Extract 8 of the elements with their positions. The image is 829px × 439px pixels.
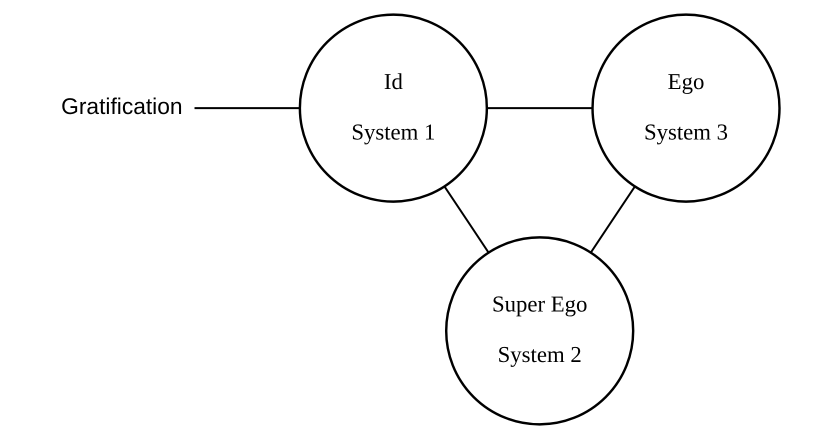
connector (194, 107, 300, 110)
node-text: Gratification (61, 93, 183, 120)
connector (444, 186, 490, 253)
node-circle: Super Ego System 2 (444, 236, 634, 426)
connector (590, 186, 636, 253)
node-circle: Ego System 3 (591, 13, 781, 203)
connector (487, 107, 592, 110)
node-circle: Id System 1 (298, 13, 488, 203)
